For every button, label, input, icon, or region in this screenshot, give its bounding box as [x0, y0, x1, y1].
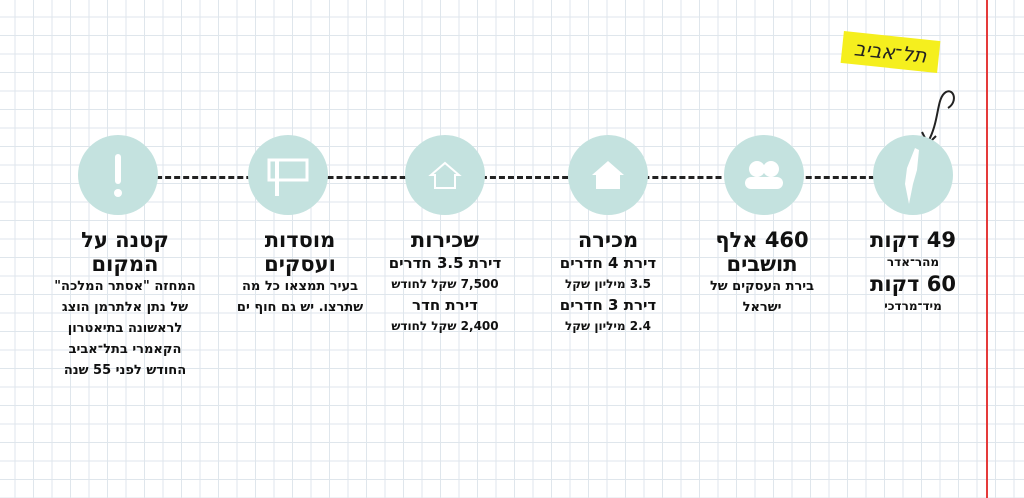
trivia-column: קטנה על המקום המחזה "אסתר המלכה" של נתן … — [50, 228, 200, 381]
subtitle: דירת 3.5 חדרים — [388, 254, 502, 272]
value: 2,400 שקל לחודש — [391, 319, 499, 333]
text: בירת העסקים של ישראל — [709, 279, 815, 315]
sale-column: מכירה דירת 4 חדרים 3.5 מיליון שקל דירת 3… — [523, 228, 693, 336]
population-column: 460 אלף תושבים בירת העסקים של ישראל — [692, 228, 832, 318]
city-tag: תל־אביב — [840, 31, 941, 73]
timeline-dashed-line — [120, 176, 920, 179]
business-column: מוסדות ועסקים בעיר תמצאו כל מה שתרצו. יש… — [235, 228, 365, 318]
text: בעיר תמצאו כל מה שתרצו. יש גם חוף ים — [236, 279, 364, 315]
subtitle: דירת חדר — [412, 296, 478, 314]
margin-line — [986, 0, 988, 498]
subtitle: דירת 3 חדרים — [559, 296, 657, 314]
text: מהר־אדר — [886, 255, 940, 269]
value: 7,500 שקל לחודש — [391, 277, 499, 291]
title: קטנה על המקום — [81, 228, 169, 276]
exclamation-icon — [78, 135, 158, 215]
value: 2.4 מיליון שקל — [564, 319, 652, 333]
subtitle: דירת 4 חדרים — [559, 254, 657, 272]
commute-column: 49 דקות מהר־אדר 60 דקות מיד־מרדכי — [828, 228, 998, 316]
israel-map-icon — [873, 135, 953, 215]
house-outline-icon — [405, 135, 485, 215]
title: מוסדות ועסקים — [264, 228, 336, 276]
title: 460 אלף תושבים — [715, 228, 809, 276]
people-icon — [724, 135, 804, 215]
house-solid-icon — [568, 135, 648, 215]
title: מכירה — [577, 228, 639, 252]
text: מיד־מרדכי — [884, 299, 942, 313]
title: שכירות — [410, 228, 480, 252]
sign-icon — [248, 135, 328, 215]
text: המחזה "אסתר המלכה" של נתן אלתרמן הוצג לר… — [54, 279, 196, 378]
title: 49 דקות — [870, 228, 956, 252]
value: 3.5 מיליון שקל — [564, 277, 652, 291]
rent-column: שכירות דירת 3.5 חדרים 7,500 שקל לחודש די… — [360, 228, 530, 336]
title: 60 דקות — [870, 272, 956, 296]
